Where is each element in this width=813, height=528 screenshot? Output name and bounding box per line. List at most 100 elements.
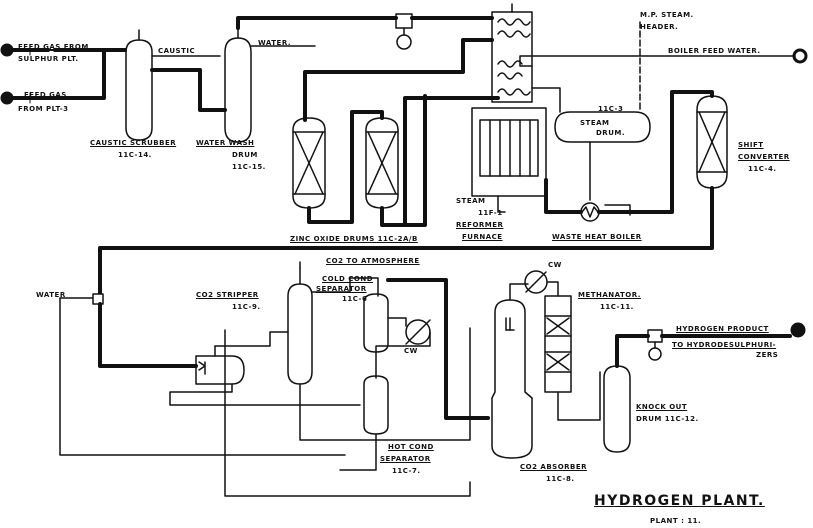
cold-cond-label-2: SEPARATOR: [316, 285, 367, 293]
water-mix-point: [92, 293, 104, 305]
caustic-scrubber-vessel: [125, 29, 153, 141]
caustic-label: CAUSTIC: [158, 47, 196, 55]
water-left-label: WATER: [36, 291, 66, 299]
stripper-reboiler: [195, 345, 245, 385]
mix-to-reboiler: [98, 302, 198, 368]
feed-gas-plt3-inlet: [0, 48, 127, 105]
feed-gas-sulphur-label-1: FEED GAS FROM: [18, 43, 89, 51]
zinc-interconnect: [307, 110, 384, 224]
methanator-to-knockout: [557, 371, 601, 421]
cold-cond-to-cooler: [387, 317, 407, 327]
co2-stripper-label-1: CO2 STRIPPER: [196, 291, 259, 299]
hydrogen-product-label-1: HYDROGEN PRODUCT: [676, 325, 769, 333]
hot-cond-label-3: 11C-7.: [392, 467, 421, 475]
co2-absorber-label-1: CO2 ABSORBER: [520, 463, 588, 471]
whb-to-shift: [597, 90, 714, 214]
shift-outlet-line: [98, 186, 714, 302]
co2-stripper: [287, 267, 313, 385]
reformer-furnace: [471, 107, 547, 197]
absorber-overhead: [509, 283, 529, 301]
water-wash-label-2: DRUM: [232, 151, 258, 159]
zinc-oxide-drum-a: [292, 117, 326, 209]
cooler-cw-1: [405, 319, 431, 345]
reboiler-to-stripper: [214, 331, 289, 347]
wash-to-valve-line: [236, 16, 398, 30]
zinc-oxide-drum-b: [365, 117, 399, 209]
lean-solution-return: [224, 329, 471, 497]
caustic-scrubber-label-2: 11C-14.: [118, 151, 152, 159]
co2-absorber: [491, 299, 533, 459]
cooler-to-absorber-feed: [375, 331, 431, 379]
cooler-cw-2: [524, 270, 548, 294]
whb-return-line: [604, 204, 631, 216]
methanator: [544, 295, 572, 393]
hot-cond-label-1: HOT COND: [388, 443, 434, 451]
co2-atmosphere-label: CO2 TO ATMOSPHERE: [326, 257, 420, 265]
cold-cond-label-1: COLD COND: [322, 275, 374, 283]
product-control-valve: [647, 329, 663, 361]
hydrogen-product-label-3: ZERS: [756, 351, 779, 359]
water-wash-drum-vessel: [224, 27, 252, 143]
knock-out-drum: [603, 365, 631, 453]
reformer-label-2: REFORMER: [456, 221, 504, 229]
product-outlet-circle: [790, 322, 806, 338]
shift-converter-label-1: SHIFT: [738, 141, 764, 149]
feed-control-valve: [395, 13, 413, 50]
steam-drum-label-2: STEAM: [580, 119, 610, 127]
coil-to-zinc-line: [303, 38, 494, 122]
shift-converter: [696, 95, 728, 189]
mp-steam-label-1: M.P. STEAM.: [640, 11, 694, 19]
cw-label-2: CW: [548, 261, 562, 269]
waste-heat-boiler: [580, 202, 600, 222]
hot-cond-outlet: [339, 433, 377, 471]
hot-cond-label-2: SEPARATOR: [380, 455, 431, 463]
cw-label-1: CW: [404, 347, 418, 355]
knock-out-label-1: KNOCK OUT: [636, 403, 688, 411]
reboiler-outlet: [169, 383, 361, 406]
zinc-bypass: [403, 94, 427, 227]
cooler2-to-methanator: [546, 281, 559, 297]
stripper-bottoms: [299, 327, 471, 441]
water-top-label: WATER.: [258, 39, 292, 47]
co2-absorber-label-2: 11C-8.: [546, 475, 575, 483]
zinc-oxide-label: ZINC OXIDE DRUMS 11C-2A/B: [290, 235, 418, 243]
feed-gas-sulphur-inlet: [0, 43, 56, 57]
steam-label: STEAM: [456, 197, 486, 205]
boiler-feed-water-label: BOILER FEED WATER.: [668, 47, 761, 55]
hydrogen-product-label-2: TO HYDRODESULPHURI-: [672, 341, 777, 349]
reformer-to-whb: [544, 178, 583, 214]
feed-gas-sulphur-label-2: SULPHUR PLT.: [18, 55, 79, 63]
steam-drum-riser: [531, 87, 561, 113]
diagram-title: HYDROGEN PLANT.: [594, 493, 765, 509]
cold-cond-label-3: 11C-6: [342, 295, 368, 303]
feed-gas-plt3-label-1: FEED GAS: [24, 91, 67, 99]
diagram-subtitle: PLANT : 11.: [650, 517, 702, 525]
steam-drum: [554, 111, 651, 143]
reformer-convection-coils: [491, 3, 533, 103]
co2-stripper-label-2: 11C-9.: [232, 303, 261, 311]
bfw-outlet-circle: [792, 48, 808, 64]
caustic-scrubber-label-1: CAUSTIC SCRUBBER: [90, 139, 177, 147]
steam-injection-line: [497, 195, 506, 213]
feed-to-absorber: [386, 278, 490, 420]
cold-cond-separator: [363, 293, 389, 353]
water-loop-line: [59, 297, 346, 456]
stripper-overhead: [311, 277, 379, 297]
caustic-scrubber-to-wash: [150, 68, 227, 112]
shift-converter-label-3: 11C-4.: [748, 165, 777, 173]
water-wash-label-1: WATER WASH: [196, 139, 255, 147]
hot-cond-separator: [363, 375, 389, 435]
knock-out-label-2: DRUM 11C-12.: [636, 415, 699, 423]
waste-heat-boiler-label: WASTE HEAT BOILER: [552, 233, 642, 241]
reformer-label-1: 11F-1: [478, 209, 503, 217]
water-wash-label-3: 11C-15.: [232, 163, 266, 171]
feed-gas-plt3-label-2: FROM PLT-3: [18, 105, 69, 113]
shift-converter-label-2: CONVERTER: [738, 153, 790, 161]
methanator-label-1: METHANATOR.: [578, 291, 641, 299]
steam-drum-label-1: 11C-3: [598, 105, 624, 113]
bfw-line: [519, 55, 796, 67]
knockout-to-product: [615, 334, 650, 368]
methanator-label-2: 11C-11.: [600, 303, 634, 311]
steam-drum-label-3: DRUM.: [596, 129, 626, 137]
